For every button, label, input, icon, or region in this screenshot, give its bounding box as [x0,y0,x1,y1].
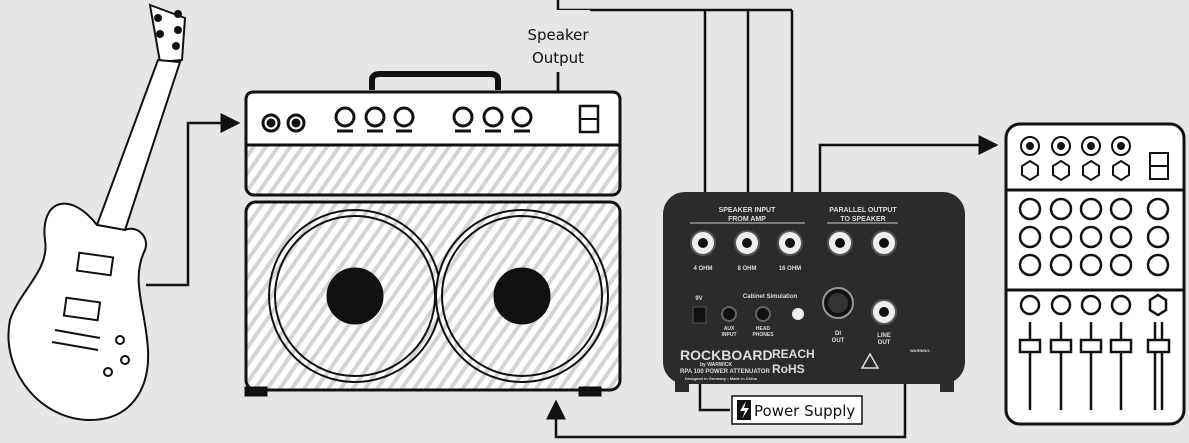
neck-pickup [75,251,115,277]
guitar-neck [95,58,182,232]
parallel-output-label: PARALLEL OUTPUT [829,207,897,214]
power-supply-label: Power Supply [754,402,855,420]
mixer-knobs [1018,197,1170,317]
amp-head [244,71,622,197]
power-supply-box: Power Supply [731,395,863,425]
svg-text:FROM AMP: FROM AMP [728,216,766,223]
svg-text:16 OHM: 16 OHM [779,266,801,272]
svg-text:4 OHM: 4 OHM [693,266,712,272]
mixer [1004,122,1186,426]
power-attenuator: SPEAKER INPUT FROM AMP PARALLEL OUTPUT T… [663,192,965,392]
electric-guitar [7,3,187,422]
speaker-output-label-2: Output [532,49,584,67]
brand-logo: ROCKBOARD [680,347,773,363]
svg-text:HEAD: HEAD [756,326,771,332]
svg-text:RoHS: RoHS [772,362,805,376]
amp-handle [369,71,501,90]
svg-text:AUX: AUX [724,326,735,332]
svg-text:Cabinet Simulation: Cabinet Simulation [743,294,798,300]
cabinet-sim-button [792,308,804,320]
svg-text:8 OHM: 8 OHM [737,266,756,272]
speaker-input-label: SPEAKER INPUT [719,207,777,214]
speaker-output-label-1: Speaker [527,26,589,44]
svg-text:TO SPEAKER: TO SPEAKER [840,216,885,223]
speaker-cabinet [244,200,622,397]
svg-text:Designed in Germany • Made i: Designed in Germany • Made in China [685,376,758,381]
mixer-faders [1018,322,1171,410]
svg-text:9V: 9V [695,296,702,302]
amp-knobs [334,106,533,133]
svg-text:by WARWICK: by WARWICK [700,362,733,368]
svg-text:LINE: LINE [877,333,891,339]
svg-text:OUT: OUT [878,340,891,346]
bridge-pickup [62,296,102,322]
svg-text:OUT: OUT [832,338,845,344]
svg-text:INPUT: INPUT [722,332,737,338]
svg-text:PHONES: PHONES [752,332,774,338]
guitar-to-amp-cable [146,113,241,287]
svg-text:DI: DI [835,331,841,337]
svg-text:REACH: REACH [772,347,815,361]
svg-text:WARNING:: WARNING: [910,348,931,353]
svg-text:RPA 100 POWER ATTENUATOR: RPA 100 POWER ATTENUATOR [680,369,770,375]
input-jacks [261,113,306,133]
